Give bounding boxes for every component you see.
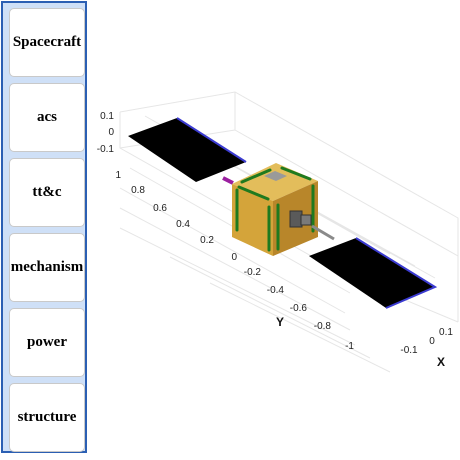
y-tick-label: 0.6 <box>153 203 167 214</box>
structure-button[interactable]: structure <box>9 383 85 452</box>
boom-arm <box>311 224 335 241</box>
3d-plot[interactable]: 0.1 0 -0.1 1 0.8 0.6 0.4 0.2 0 -0.2 -0.4… <box>90 0 460 460</box>
z-tick-label: 0 <box>108 127 114 138</box>
y-tick-label: -0.2 <box>244 267 262 278</box>
ttc-button[interactable]: tt&c <box>9 158 85 227</box>
y-axis-label: Y <box>276 315 284 329</box>
left-solar-panel <box>128 117 247 182</box>
mechanism-button[interactable]: mechanism <box>9 233 85 302</box>
power-button[interactable]: power <box>9 308 85 377</box>
y-tick-label: -0.6 <box>290 303 308 314</box>
y-tick-label: -0.4 <box>267 285 285 296</box>
acs-button[interactable]: acs <box>9 83 85 152</box>
spacecraft-button[interactable]: Spacecraft <box>9 8 85 77</box>
sidebar: Spacecraft acs tt&c mechanism power stru… <box>1 1 87 453</box>
y-tick-label: 1 <box>115 170 121 181</box>
x-tick-label: 0.1 <box>439 327 453 338</box>
y-tick-label: 0 <box>231 252 237 263</box>
y-tick-label: 0.2 <box>200 235 214 246</box>
y-tick-label: -0.8 <box>314 321 332 332</box>
spacecraft-bus <box>232 163 318 256</box>
x-tick-label: -0.1 <box>400 345 418 356</box>
y-tick-label: 0.4 <box>176 219 190 230</box>
y-axis: 1 0.8 0.6 0.4 0.2 0 -0.2 -0.4 -0.6 -0.8 … <box>115 170 354 352</box>
3d-plot-viewport[interactable]: 0.1 0 -0.1 1 0.8 0.6 0.4 0.2 0 -0.2 -0.4… <box>90 0 460 460</box>
hinge-connector <box>222 176 234 185</box>
z-axis: 0.1 0 -0.1 <box>97 111 115 155</box>
right-solar-panel <box>309 237 438 309</box>
x-tick-label: 0 <box>429 336 435 347</box>
x-axis: 0.1 0 -0.1 X <box>400 327 453 369</box>
y-tick-label: -1 <box>345 341 354 352</box>
x-axis-label: X <box>437 355 445 369</box>
z-tick-label: 0.1 <box>100 111 114 122</box>
z-tick-label: -0.1 <box>97 144 115 155</box>
y-tick-label: 0.8 <box>131 185 145 196</box>
